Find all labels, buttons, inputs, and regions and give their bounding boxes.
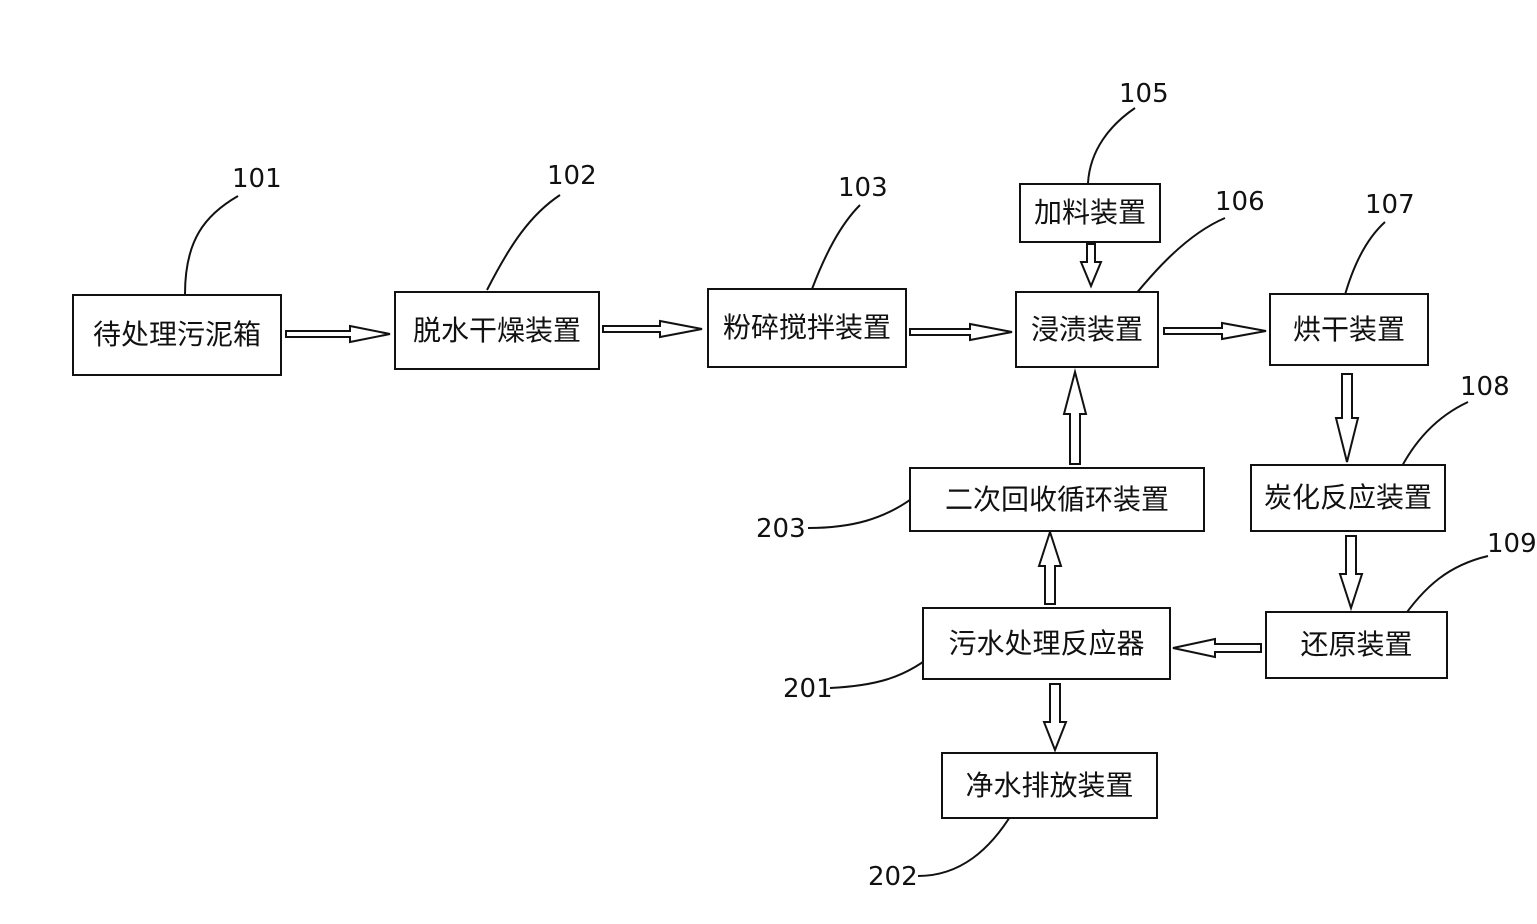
ref-105: 105 bbox=[1119, 79, 1169, 109]
box-crushing-mixing: 粉碎搅拌装置 bbox=[707, 288, 907, 368]
box-carbonization-label: 炭化反应装置 bbox=[1263, 481, 1432, 514]
box-feeding-label: 加料装置 bbox=[1033, 196, 1146, 229]
ref-109: 109 bbox=[1487, 529, 1537, 559]
ref-106: 106 bbox=[1215, 187, 1265, 217]
leader-203 bbox=[807, 493, 919, 529]
leader-107 bbox=[1342, 221, 1386, 303]
arrow-101-to-102 bbox=[285, 324, 391, 344]
leader-103 bbox=[811, 204, 861, 290]
leader-102 bbox=[486, 194, 561, 291]
box-dewatering-drying-label: 脱水干燥装置 bbox=[412, 313, 581, 347]
ref-202: 202 bbox=[868, 862, 918, 892]
box-reduction: 还原装置 bbox=[1265, 611, 1448, 679]
arrow-106-to-107 bbox=[1163, 321, 1267, 341]
box-reduction-label: 还原装置 bbox=[1300, 628, 1413, 661]
leader-202 bbox=[917, 811, 1014, 877]
ref-107: 107 bbox=[1365, 190, 1415, 220]
box-crushing-mixing-label: 粉碎搅拌装置 bbox=[722, 311, 891, 344]
arrow-105-to-106 bbox=[1079, 243, 1103, 289]
box-carbonization: 炭化反应装置 bbox=[1250, 464, 1446, 532]
arrow-201-to-203 bbox=[1037, 528, 1063, 605]
box-sludge-tank: 待处理污泥箱 bbox=[72, 294, 282, 376]
ref-201: 201 bbox=[783, 674, 833, 704]
arrow-203-to-106 bbox=[1062, 368, 1088, 465]
box-sludge-tank-label: 待处理污泥箱 bbox=[92, 318, 261, 351]
box-secondary-recycling: 二次回收循环装置 bbox=[909, 467, 1205, 532]
ref-101: 101 bbox=[232, 164, 282, 194]
box-clean-water-discharge: 净水排放装置 bbox=[941, 752, 1158, 819]
box-drying: 烘干装置 bbox=[1269, 293, 1429, 366]
box-dewatering-drying: 脱水干燥装置 bbox=[394, 291, 600, 370]
leader-109 bbox=[1399, 555, 1489, 623]
box-impregnation: 浸渍装置 bbox=[1015, 291, 1159, 368]
box-secondary-recycling-label: 二次回收循环装置 bbox=[944, 482, 1169, 516]
arrow-201-to-202 bbox=[1042, 683, 1068, 753]
box-wastewater-reactor: 污水处理反应器 bbox=[922, 607, 1171, 680]
arrow-108-to-109 bbox=[1338, 535, 1364, 612]
ref-108: 108 bbox=[1460, 372, 1510, 402]
arrow-107-to-108 bbox=[1334, 373, 1360, 463]
ref-102: 102 bbox=[547, 161, 597, 191]
arrow-103-to-106 bbox=[909, 322, 1013, 342]
arrow-102-to-103 bbox=[602, 319, 703, 339]
leader-105 bbox=[1087, 107, 1136, 184]
box-wastewater-reactor-label: 污水处理反应器 bbox=[948, 626, 1145, 660]
ref-203: 203 bbox=[756, 514, 806, 544]
box-drying-label: 烘干装置 bbox=[1292, 312, 1405, 346]
box-feeding: 加料装置 bbox=[1019, 183, 1161, 243]
ref-103: 103 bbox=[838, 173, 888, 203]
arrow-109-to-201 bbox=[1172, 637, 1262, 659]
leader-101 bbox=[184, 195, 239, 295]
box-clean-water-discharge-label: 净水排放装置 bbox=[965, 768, 1134, 802]
box-impregnation-label: 浸渍装置 bbox=[1030, 312, 1143, 346]
